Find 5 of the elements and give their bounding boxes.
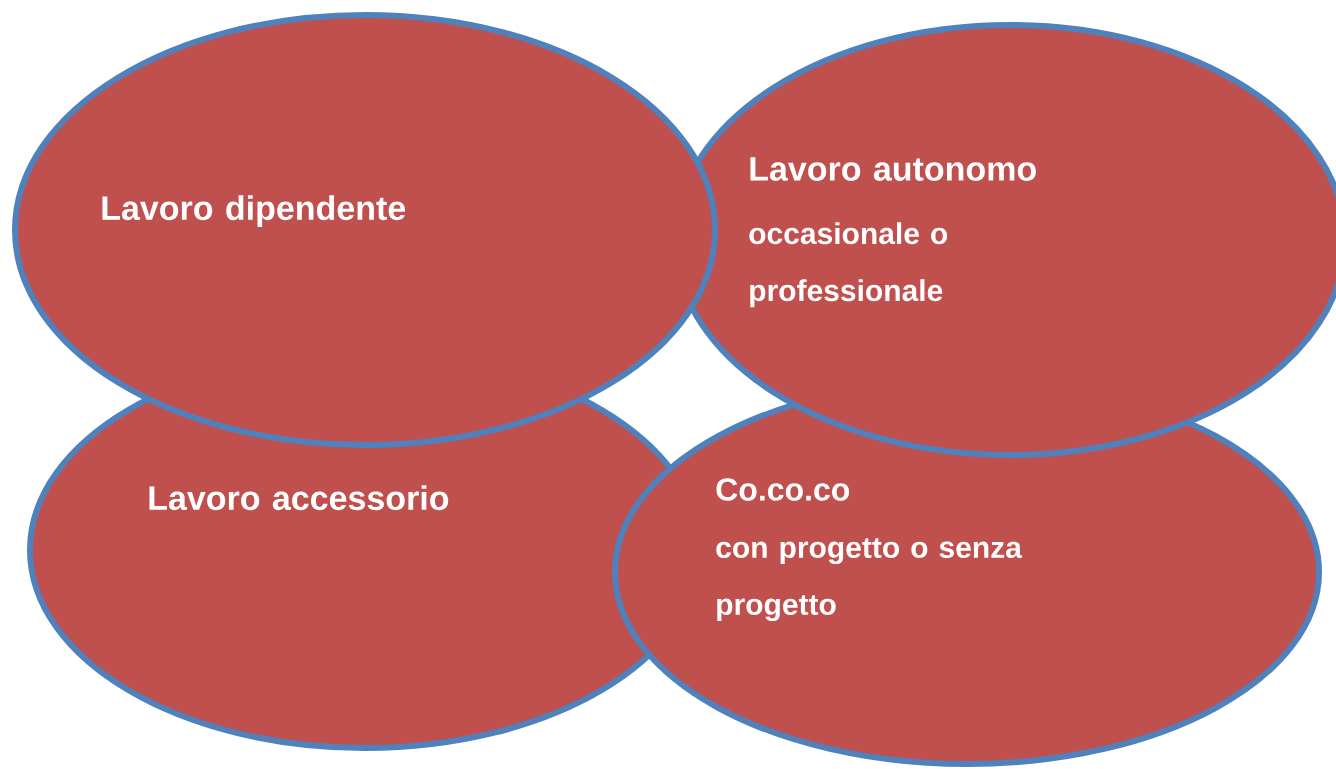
node-label: occasionale o professionale: [749, 222, 948, 308]
node-label: Co.co.co: [716, 478, 850, 501]
node-label: Lavoro accessorio: [149, 485, 449, 511]
node-label: Lavoro autonomo: [750, 157, 1036, 181]
node-label: con progetto o senza progetto: [716, 538, 1023, 622]
